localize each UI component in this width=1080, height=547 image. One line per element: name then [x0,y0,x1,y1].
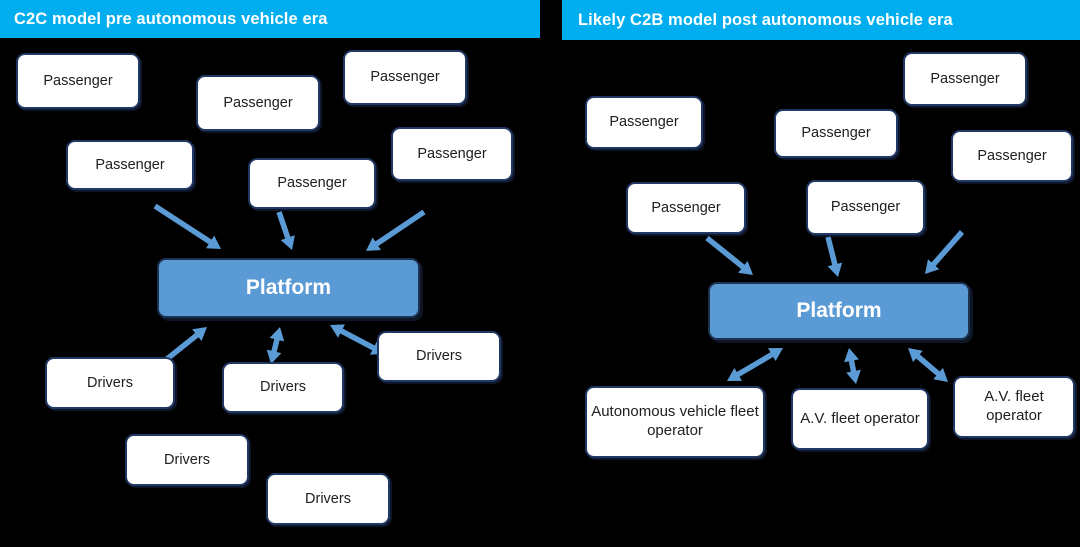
node-left-passenger-4[interactable]: Passenger [66,140,194,190]
node-right-passenger-6[interactable]: Passenger [951,130,1073,182]
panel-header-right-text: Likely C2B model post autonomous vehicle… [578,10,953,29]
arrow-right-platform-supply-1 [727,348,783,381]
node-right-fleet-operator-1[interactable]: Autonomous vehicle fleet operator [585,386,765,458]
node-right-passenger-2[interactable]: Passenger [774,109,898,158]
node-left-driver-5[interactable]: Drivers [266,473,390,525]
node-right-fleet-operator-3[interactable]: A.V. fleet operator [953,376,1075,438]
node-right-passenger-3[interactable]: Passenger [903,52,1027,106]
node-left-driver-4[interactable]: Drivers [125,434,249,486]
panel-header-left: C2C model pre autonomous vehicle era [0,0,540,38]
arrow-left-to-platform-2 [276,211,295,250]
panel-header-right: Likely C2B model post autonomous vehicle… [562,0,1080,40]
arrow-left-to-platform-3 [366,209,426,251]
arrow-right-platform-supply-2 [844,348,861,384]
node-left-driver-3[interactable]: Drivers [377,331,501,382]
node-right-passenger-5[interactable]: Passenger [806,180,925,235]
arrow-right-to-platform-3 [925,230,965,274]
node-left-passenger-2[interactable]: Passenger [196,75,320,131]
node-left-passenger-6[interactable]: Passenger [391,127,513,181]
arrow-right-platform-supply-3 [908,348,948,382]
panel-header-left-text: C2C model pre autonomous vehicle era [14,9,328,28]
node-left-passenger-3[interactable]: Passenger [343,50,467,105]
arrow-right-to-platform-1 [705,235,753,275]
platform-box-left[interactable]: Platform [157,258,420,318]
node-left-driver-2[interactable]: Drivers [222,362,344,413]
node-left-passenger-1[interactable]: Passenger [16,53,140,109]
node-left-driver-1[interactable]: Drivers [45,357,175,409]
arrow-left-platform-supply-2 [266,327,285,364]
node-left-passenger-5[interactable]: Passenger [248,158,376,209]
arrow-right-to-platform-2 [825,236,843,277]
platform-box-right[interactable]: Platform [708,282,970,340]
node-right-passenger-4[interactable]: Passenger [626,182,746,234]
node-right-passenger-1[interactable]: Passenger [585,96,703,149]
arrow-left-to-platform-1 [153,203,221,249]
node-right-fleet-operator-2[interactable]: A.V. fleet operator [791,388,929,450]
